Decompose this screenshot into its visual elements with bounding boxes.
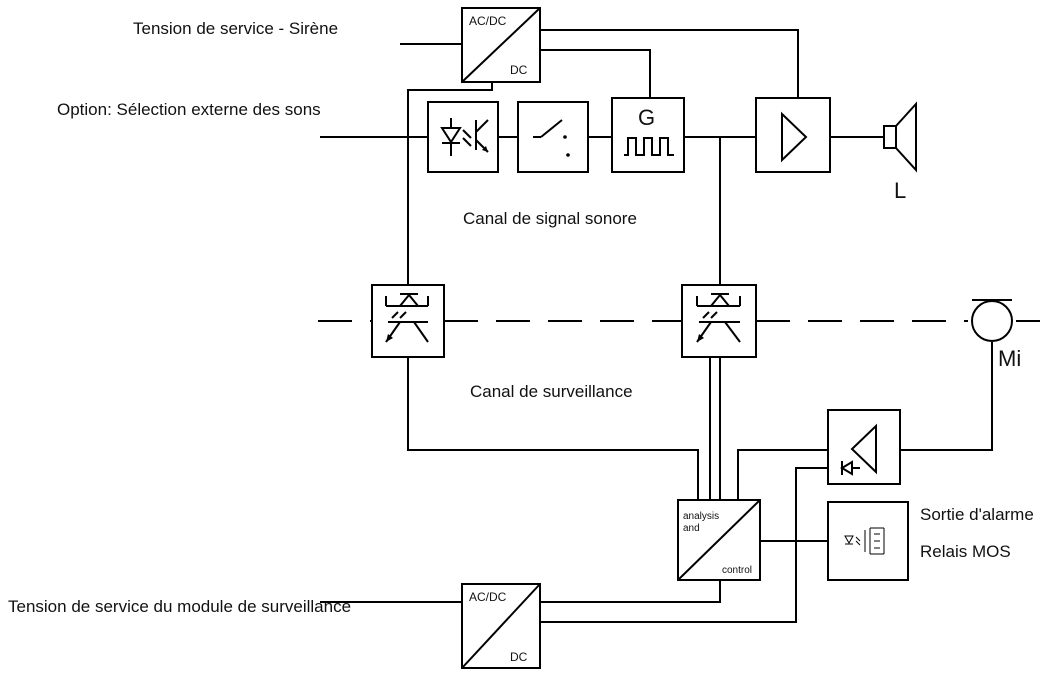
psu-top-label-ac: AC/DC [469, 14, 507, 28]
label-relais-mos: Relais MOS [920, 542, 1011, 561]
psu-top-block: AC/DC DC [461, 7, 541, 83]
optocoupler-icon [696, 293, 741, 343]
label-option-selection: Option: Sélection externe des sons [57, 100, 321, 119]
mos-relay-icon [844, 527, 885, 555]
square-wave-icon [624, 137, 674, 156]
wiring [320, 29, 993, 623]
analysis-label-line1: analysis [683, 511, 719, 522]
optocoupler-input-block [427, 101, 499, 173]
amplifier-triangle-icon [781, 111, 808, 163]
loudspeaker-icon [883, 101, 917, 173]
label-canal-surveillance: Canal de surveillance [470, 382, 633, 401]
analysis-label-line2: and [683, 523, 700, 534]
analysis-label-line3: control [722, 565, 752, 576]
amplifier-block [755, 97, 831, 173]
psu-top-label-dc: DC [510, 63, 528, 77]
optocoupler-icon [385, 293, 429, 343]
loudspeaker-letter: L [894, 178, 906, 203]
optocoupler-icon [440, 118, 489, 156]
mos-relay-block [827, 501, 909, 581]
label-sortie-alarme: Sortie d'alarme [920, 505, 1034, 524]
label-tension-module: Tension de service du module de surveill… [8, 597, 351, 616]
psu-bottom-block: AC/DC DC [461, 583, 541, 669]
analysis-control-block: analysis and control [677, 499, 761, 581]
amplifier-triangle-icon [850, 423, 877, 475]
mic-amplifier-block [827, 409, 901, 485]
psu-bottom-label-dc: DC [510, 650, 528, 664]
label-canal-signal: Canal de signal sonore [463, 209, 637, 228]
microphone-icon [971, 299, 1013, 342]
diode-icon [840, 460, 860, 476]
switch-icon [533, 119, 570, 157]
label-tension-sirene: Tension de service - Sirène [133, 19, 338, 38]
psu-bottom-label-ac: AC/DC [469, 590, 507, 604]
microphone-letter: Mi [998, 346, 1021, 371]
optocoupler-left-block [371, 284, 445, 358]
generator-letter: G [638, 105, 655, 130]
switch-block [517, 101, 589, 173]
optocoupler-right-block [681, 284, 757, 358]
generator-block: G [611, 97, 685, 173]
